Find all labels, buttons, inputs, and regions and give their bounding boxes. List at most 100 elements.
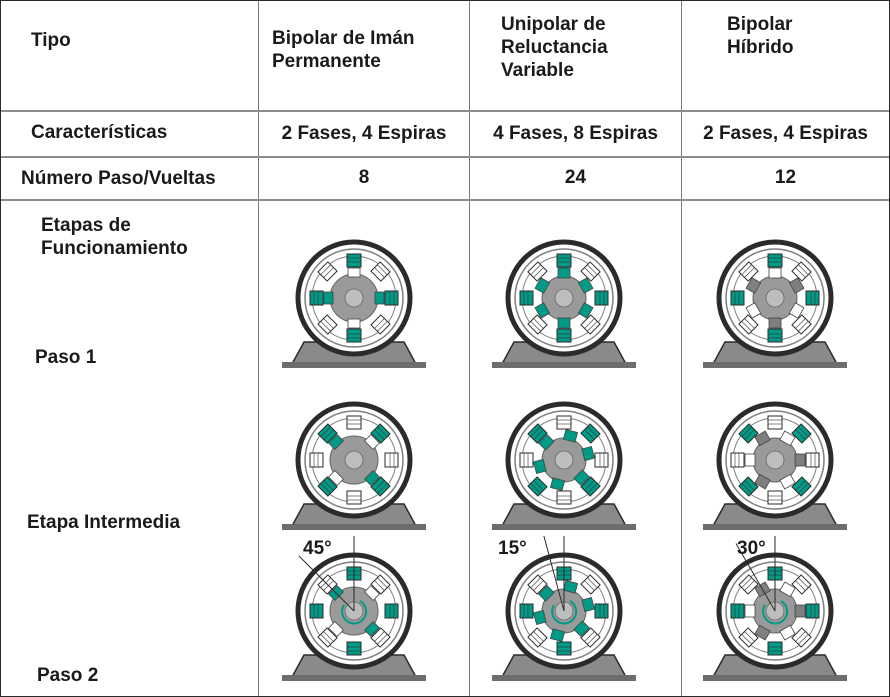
stator-pole (730, 603, 745, 619)
stator-pole (384, 452, 399, 468)
stator-pole (370, 476, 391, 497)
stator-pole (767, 253, 783, 268)
stator-pole (556, 415, 572, 430)
stator-pole (527, 627, 548, 648)
stator-pole (580, 627, 601, 648)
stepper-motor-diagram (492, 536, 636, 681)
rotation-angle-indicator (543, 536, 578, 625)
angle-label: 30° (737, 538, 766, 559)
stepper-motor-diagram (703, 536, 847, 681)
stator-pole (580, 476, 601, 497)
stator-pole (791, 574, 812, 595)
stator-pole (580, 314, 601, 335)
caracteristicas-value: 2 Fases, 4 Espiras (703, 123, 868, 144)
stator-pole (730, 452, 745, 468)
stator-pole (346, 490, 362, 505)
row-divider (1, 199, 889, 201)
rotation-angle-indicator (735, 536, 789, 625)
stator-pole (370, 574, 391, 595)
stator-pole (594, 290, 609, 306)
stator-pole (738, 314, 759, 335)
stator-pole (384, 290, 399, 306)
stator-pole (594, 452, 609, 468)
stage-line: Etapas de (41, 215, 131, 236)
stator-pole (594, 603, 609, 619)
stator-pole (738, 476, 759, 497)
stator-pole (384, 603, 399, 619)
header-tipo: Tipo (31, 30, 71, 51)
stator-pole (346, 415, 362, 430)
stator-pole (556, 641, 572, 656)
stator-pole (527, 261, 548, 282)
stator-pole (791, 627, 812, 648)
stator-pole (805, 452, 820, 468)
header-bipolar-hibrido: Bipolar Híbrido (727, 13, 794, 59)
stator-pole (370, 627, 391, 648)
stator-pole (738, 574, 759, 595)
stator-pole (791, 261, 812, 282)
stator-pole (370, 314, 391, 335)
column-divider (258, 1, 259, 696)
stator-pole (738, 423, 759, 444)
column-divider (469, 1, 470, 696)
numero-paso-value: 8 (358, 167, 370, 188)
row-divider (1, 110, 889, 112)
stator-pole (317, 476, 338, 497)
stator-pole (791, 314, 812, 335)
stator-pole (556, 490, 572, 505)
stepper-motor-diagram (703, 401, 847, 530)
stator-pole (556, 328, 572, 343)
caracteristicas-value: 2 Fases, 4 Espiras (281, 123, 447, 144)
stator-pole (519, 290, 534, 306)
stepper-motor-diagram (282, 536, 426, 681)
header-unipolar-reluctancia: Unipolar de Reluctancia Variable (501, 13, 608, 82)
stator-pole (791, 423, 812, 444)
stator-pole (346, 328, 362, 343)
numero-paso-value: 24 (564, 167, 587, 188)
rotation-angle-indicator (298, 536, 368, 625)
stage-label-etapas: Etapas de Funcionamiento (41, 214, 188, 260)
stator-pole (309, 290, 324, 306)
stator-pole (738, 261, 759, 282)
row-label-numero-paso: Número Paso/Vueltas (21, 168, 216, 189)
row-label-caracteristicas: Características (31, 122, 168, 143)
stepper-motor-diagram (282, 239, 426, 368)
numero-paso-value: 12 (774, 167, 797, 188)
stepper-motor-diagram (492, 401, 636, 530)
stage-label-paso2: Paso 2 (37, 665, 99, 686)
header-bipolar-iman-permanente: Bipolar de Imán Permanente (272, 27, 415, 73)
header-line: Híbrido (727, 37, 794, 58)
stepper-motor-diagram (703, 239, 847, 368)
stator-pole (580, 423, 601, 444)
stator-pole (309, 452, 324, 468)
stage-line: Funcionamiento (41, 238, 188, 259)
header-line: Bipolar (727, 14, 793, 35)
stator-pole (317, 261, 338, 282)
stator-pole (527, 423, 548, 444)
stator-pole (805, 603, 820, 619)
stator-pole (767, 415, 783, 430)
stator-pole (317, 423, 338, 444)
stage-label-paso1: Paso 1 (35, 347, 97, 368)
column-divider (681, 1, 682, 696)
stator-pole (527, 476, 548, 497)
stator-pole (527, 314, 548, 335)
header-line: Reluctancia (501, 37, 608, 58)
angle-label: 45° (303, 538, 332, 559)
stepper-motor-diagram (492, 239, 636, 368)
stator-pole (767, 641, 783, 656)
stator-pole (370, 423, 391, 444)
stator-pole (317, 627, 338, 648)
stator-pole (767, 328, 783, 343)
stepper-motor-diagram (282, 401, 426, 530)
stator-pole (767, 490, 783, 505)
stator-pole (309, 603, 324, 619)
stator-pole (370, 261, 391, 282)
stator-pole (738, 627, 759, 648)
stator-pole (580, 261, 601, 282)
header-line: Permanente (272, 51, 381, 72)
stator-pole (346, 253, 362, 268)
stage-label-intermedia: Etapa Intermedia (27, 512, 181, 533)
stator-pole (527, 574, 548, 595)
